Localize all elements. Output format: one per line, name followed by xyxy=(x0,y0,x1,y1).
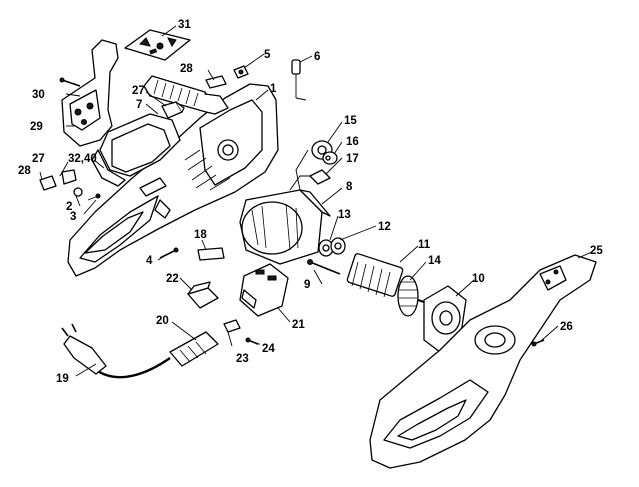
callout-13: 13 xyxy=(338,209,351,221)
warning-decal-sheet xyxy=(124,29,191,61)
callout-5: 5 xyxy=(264,49,271,61)
callout-15: 15 xyxy=(344,115,357,127)
callout-19: 19 xyxy=(56,373,69,385)
callout-23: 23 xyxy=(236,353,249,365)
callout-7: 7 xyxy=(136,99,142,111)
callout-29: 29 xyxy=(30,121,43,133)
callout-28-left: 28 xyxy=(18,165,31,177)
callout-25: 25 xyxy=(590,245,603,257)
callout-2: 2 xyxy=(66,201,72,213)
leader-lines xyxy=(39,25,593,377)
callout-28-upper: 28 xyxy=(180,63,193,75)
cord-clamp xyxy=(223,319,259,345)
washers xyxy=(318,237,346,257)
callout-9: 9 xyxy=(304,279,310,291)
callout-26: 26 xyxy=(560,321,573,333)
armature xyxy=(346,253,437,317)
callout-10: 10 xyxy=(472,273,485,285)
electrical-switch xyxy=(239,263,289,317)
callout-12: 12 xyxy=(378,221,391,233)
callout-31: 31 xyxy=(178,19,191,31)
brush-holder-parts xyxy=(289,140,338,191)
callout-16: 16 xyxy=(346,136,359,148)
callout-32-40: 32,40 xyxy=(68,153,97,165)
switch-left-parts xyxy=(39,169,101,201)
callout-24: 24 xyxy=(262,343,275,355)
top-handle-grip xyxy=(143,75,229,115)
callout-1: 1 xyxy=(270,83,277,95)
stator-bolt xyxy=(307,259,341,275)
callout-6: 6 xyxy=(314,51,320,63)
callout-30: 30 xyxy=(32,89,45,101)
callout-4: 4 xyxy=(146,255,153,267)
carbon-brushes xyxy=(187,247,225,309)
gear-cover xyxy=(369,254,597,469)
callout-labels: 31 5 6 28 30 27 7 1 29 15 16 17 32,40 27… xyxy=(18,19,603,385)
callout-11: 11 xyxy=(418,239,431,251)
callout-8: 8 xyxy=(346,181,353,193)
callout-3: 3 xyxy=(70,211,76,223)
callout-18: 18 xyxy=(194,229,207,241)
trigger-switch-assembly xyxy=(91,113,181,187)
callout-14: 14 xyxy=(428,255,441,267)
callout-27-left: 27 xyxy=(32,153,45,165)
switch-upper xyxy=(161,101,185,119)
power-cord xyxy=(61,323,219,379)
motor-stator xyxy=(239,149,331,265)
callout-22: 22 xyxy=(166,273,179,285)
callout-20: 20 xyxy=(156,315,169,327)
small-upper-parts xyxy=(205,59,307,101)
callout-27-upper: 27 xyxy=(132,85,145,97)
callout-17: 17 xyxy=(346,153,359,165)
callout-21: 21 xyxy=(292,319,305,331)
cover-screw xyxy=(531,339,545,347)
motor-housing xyxy=(67,83,279,277)
rear-handle-cover xyxy=(61,39,119,147)
